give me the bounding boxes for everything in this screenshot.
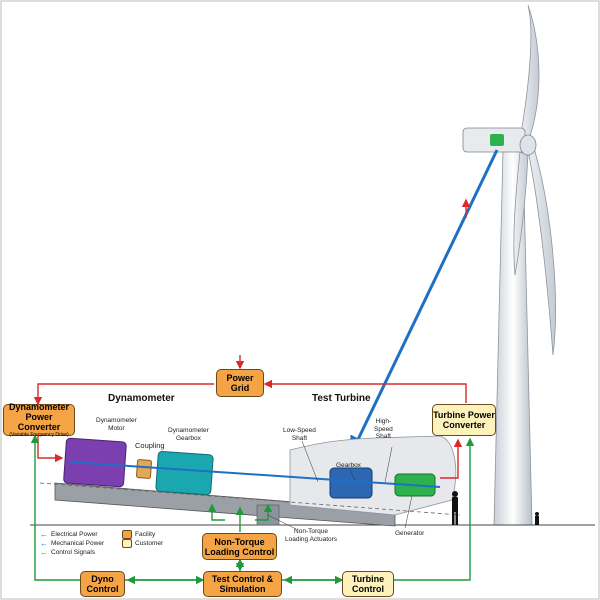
control-arrow-icon: ←	[40, 548, 48, 557]
power-grid-line1: Power	[226, 373, 254, 383]
ntl-control-line2: Loading Control	[204, 546, 275, 557]
facility-swatch-icon	[122, 530, 132, 539]
wind-turbine	[462, 4, 556, 526]
electrical-arrow-icon: ←	[40, 530, 48, 539]
generator-to-converter	[440, 438, 463, 479]
dynamometer-title: Dynamometer	[108, 393, 175, 404]
turbine-converter-line2: Converter	[442, 420, 486, 430]
dynamometer-motor	[63, 437, 127, 488]
dyno-control-line2: Control	[86, 584, 119, 594]
tower	[493, 149, 533, 526]
dyno-control-to-converter	[30, 434, 80, 581]
test-turbine-title: Test Turbine	[312, 393, 371, 404]
test-control-line1: Test Control &	[211, 574, 274, 584]
generator-label: Generator	[395, 530, 425, 537]
dyno-control-line1: Dyno	[91, 574, 114, 584]
turbine-control-line1: Turbine	[351, 574, 385, 584]
legend-swatches: Facility Customer	[122, 530, 163, 548]
legend-electrical: ← Electrical Power	[40, 530, 98, 539]
dyno-converter-line2: Power Converter	[17, 412, 61, 432]
coupling	[136, 459, 152, 479]
people	[452, 491, 539, 525]
turbine-to-grid	[263, 379, 467, 403]
gearbox-label: Gearbox	[336, 462, 361, 469]
dyno-converter-sub: (Variable Frequency Drive)	[9, 432, 69, 438]
test-bench	[54, 435, 457, 527]
coupling-label: Coupling	[135, 441, 165, 450]
high-speed-shaft-label: High- Speed Shaft	[374, 418, 393, 440]
control-lines	[30, 434, 475, 585]
ntl-control-line1: Non-Torque	[214, 536, 265, 547]
blade-rear	[513, 151, 529, 276]
power-grid-line2: Grid	[230, 383, 250, 393]
electrical-lines	[33, 198, 471, 479]
turbine-control-line2: Control	[352, 584, 384, 594]
dyno-converter-line1: Dynamometer	[8, 402, 70, 412]
test-control-box[interactable]: Test Control & Simulation	[203, 571, 282, 597]
ntl-actuators-label: Non-Torque Loading Actuators	[285, 528, 338, 543]
nacelle-generator	[490, 134, 504, 146]
power-grid-box[interactable]: Power Grid	[216, 369, 264, 397]
dyno-gearbox-label: Dynamometer Gearbox	[168, 427, 209, 442]
legend-control: ← Control Signals	[40, 548, 96, 557]
hub	[519, 134, 537, 156]
dyno-control-box[interactable]: Dyno Control	[80, 571, 125, 597]
ntl-control-box[interactable]: Non-Torque Loading Control	[202, 533, 277, 560]
ntl-right-branch	[255, 503, 273, 521]
ntl-left-branch	[207, 503, 225, 521]
blade-bottom	[527, 147, 556, 356]
leader-lines	[267, 440, 413, 531]
zoom-arrow	[350, 149, 499, 455]
test-control-line2: Simulation	[219, 584, 266, 594]
legend-facility: Facility	[122, 530, 163, 539]
low-speed-shaft-label: Low-Speed Shaft	[283, 427, 316, 442]
bench-base	[54, 482, 396, 527]
legend-customer: Customer	[122, 539, 163, 548]
turbine-converter-box[interactable]: Turbine Power Converter	[432, 404, 496, 436]
mechanical-arrow-icon: ←	[40, 539, 48, 548]
blade-top	[519, 4, 540, 143]
dyno-converter-box[interactable]: Dynamometer Power Converter (Variable Fr…	[3, 402, 75, 438]
grid-to-dyno	[33, 383, 214, 406]
legend: ← Electrical Power ← Mechanical Power ← …	[40, 530, 104, 557]
dyno-motor-label: Dynamometer Motor	[96, 417, 137, 432]
turbine-converter-line1: Turbine Power	[433, 410, 495, 420]
customer-swatch-icon	[122, 539, 132, 548]
turbine-control-box[interactable]: Turbine Control	[342, 571, 394, 597]
dynamometer-gearbox	[155, 450, 214, 496]
centerline	[39, 482, 461, 516]
drive-shaft	[69, 461, 441, 488]
turbine-control-to-converter	[394, 437, 475, 581]
legend-mechanical: ← Mechanical Power	[40, 539, 105, 548]
